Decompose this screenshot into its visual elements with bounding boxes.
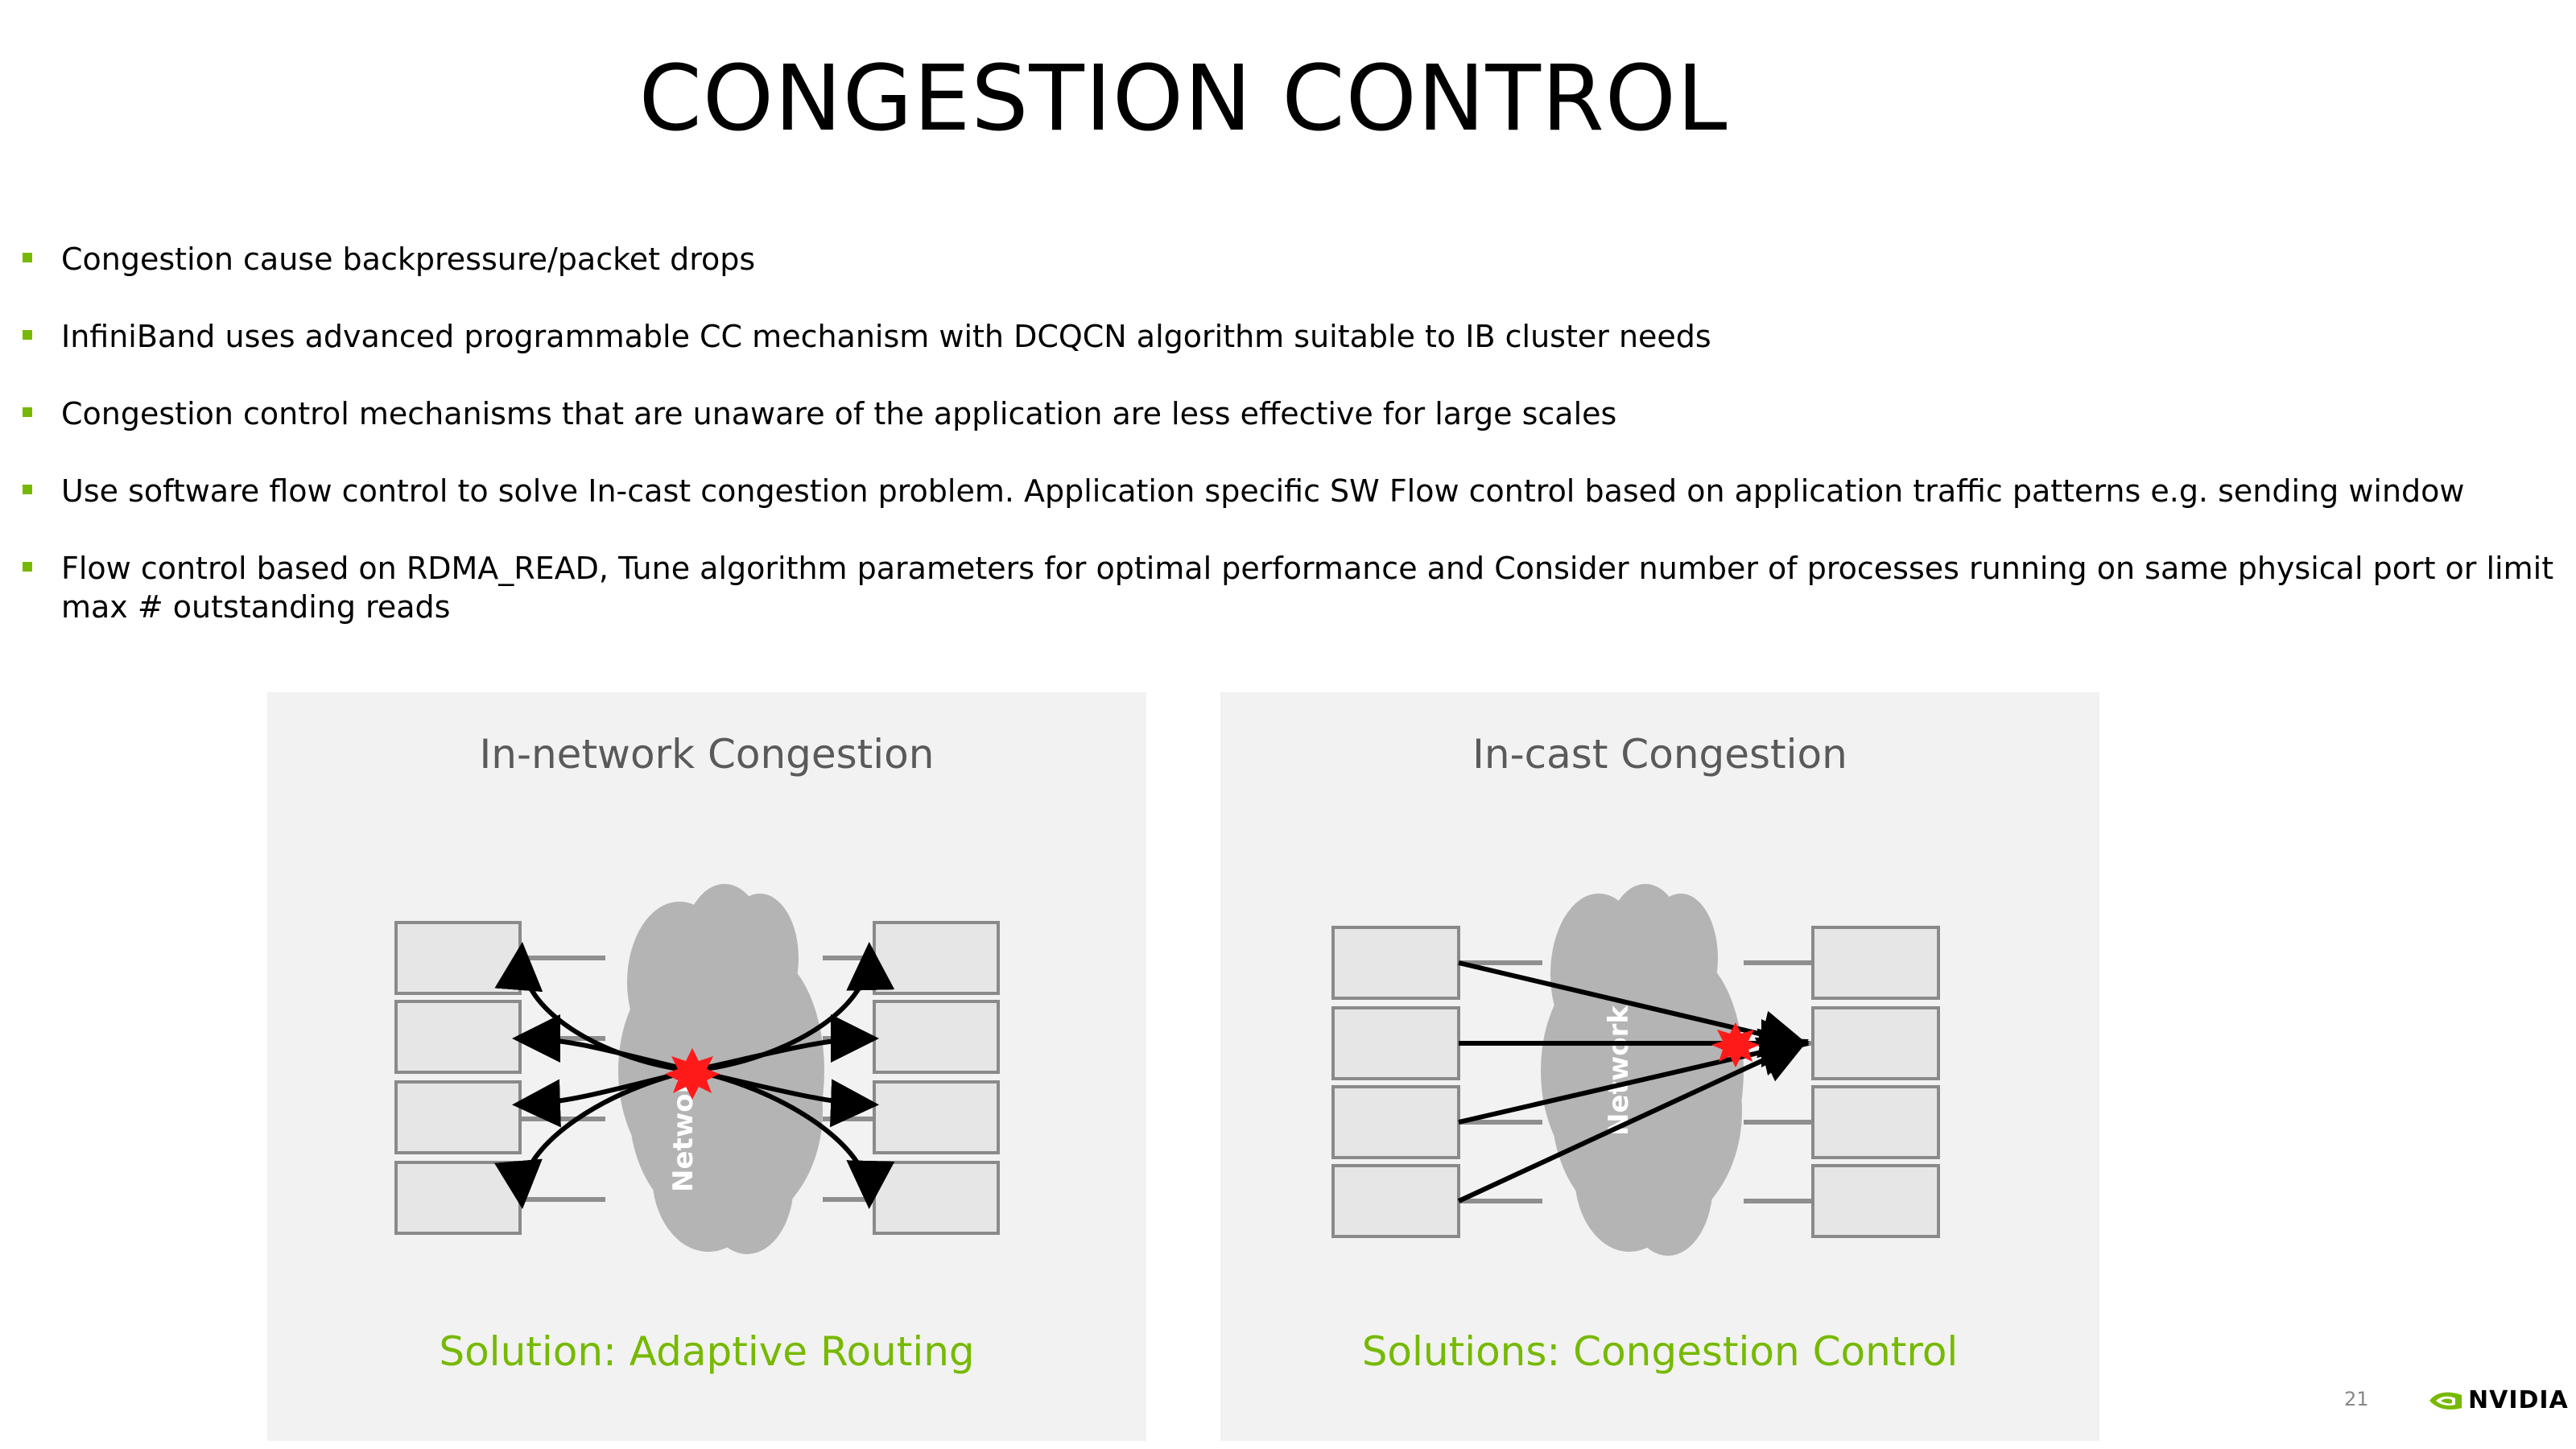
server-box <box>873 1161 1000 1235</box>
network-cloud-icon <box>618 884 824 1254</box>
slide-title: CONGESTION CONTROL <box>638 47 1728 151</box>
bullet-item: Congestion control mechanisms that are u… <box>19 394 2555 433</box>
right-servers <box>873 921 1000 1235</box>
page-number: 21 <box>2344 1388 2369 1410</box>
bullet-marker <box>23 485 32 494</box>
bullet-marker <box>23 253 32 262</box>
server-box <box>873 1000 1000 1074</box>
bullet-text: Use software flow control to solve In-ca… <box>61 473 2465 509</box>
server-box <box>1331 1006 1460 1080</box>
bullet-marker <box>23 562 32 572</box>
diagram-solution: Solutions: Congestion Control <box>1361 1328 1959 1375</box>
diagram-solution: Solution: Adaptive Routing <box>439 1328 975 1375</box>
bullet-list: Congestion cause backpressure/packet dro… <box>19 240 2555 665</box>
bullet-text: Congestion cause backpressure/packet dro… <box>61 242 756 277</box>
cloud-label: Network <box>1603 1005 1635 1136</box>
bullet-marker <box>23 407 32 417</box>
congestion-burst-icon <box>1711 1022 1760 1067</box>
bullet-item: Flow control based on RDMA_READ, Tune al… <box>19 549 2555 626</box>
in-cast-congestion-diagram: Network In-cast Congestion Solutions: Co… <box>1220 692 2099 1441</box>
bullet-text: Flow control based on RDMA_READ, Tune al… <box>61 551 2554 625</box>
routing-arrows <box>494 942 895 1209</box>
diagram-title: In-cast Congestion <box>1472 731 1847 778</box>
nvidia-eye-icon <box>2429 1392 2462 1410</box>
server-box <box>394 1161 522 1235</box>
server-box <box>1811 1006 1940 1080</box>
left-servers <box>394 921 522 1235</box>
bullet-item: Use software flow control to solve In-ca… <box>19 472 2555 510</box>
left-servers <box>1331 926 1460 1238</box>
bullet-text: Congestion control mechanisms that are u… <box>61 396 1617 431</box>
bullet-marker <box>23 330 32 340</box>
nvidia-logo: NVIDIA <box>2428 1386 2569 1414</box>
server-box <box>394 1080 522 1154</box>
server-box <box>1331 1164 1460 1238</box>
diagram-title: In-network Congestion <box>479 731 935 778</box>
in-cast-diagram-graphic: Network <box>1331 884 1940 1256</box>
server-box <box>394 1000 522 1074</box>
server-box <box>1811 1085 1940 1159</box>
in-network-diagram-graphic: Network <box>394 884 1000 1254</box>
in-network-congestion-diagram: Network In-network Congestion Solution: … <box>267 692 1146 1441</box>
network-cloud-icon <box>1541 884 1744 1256</box>
server-box <box>1331 926 1460 1000</box>
server-box <box>1331 1085 1460 1159</box>
bullet-text: InfiniBand uses advanced programmable CC… <box>61 319 1711 354</box>
server-box <box>1811 926 1940 1000</box>
right-servers <box>1811 926 1940 1238</box>
server-box <box>1811 1164 1940 1238</box>
congestion-burst-icon <box>665 1048 720 1100</box>
logo-text: NVIDIA <box>2468 1386 2569 1414</box>
bullet-item: Congestion cause backpressure/packet dro… <box>19 240 2555 279</box>
server-box <box>873 1080 1000 1154</box>
server-box <box>873 921 1000 995</box>
bullet-item: InfiniBand uses advanced programmable CC… <box>19 317 2555 356</box>
server-box <box>394 921 522 995</box>
